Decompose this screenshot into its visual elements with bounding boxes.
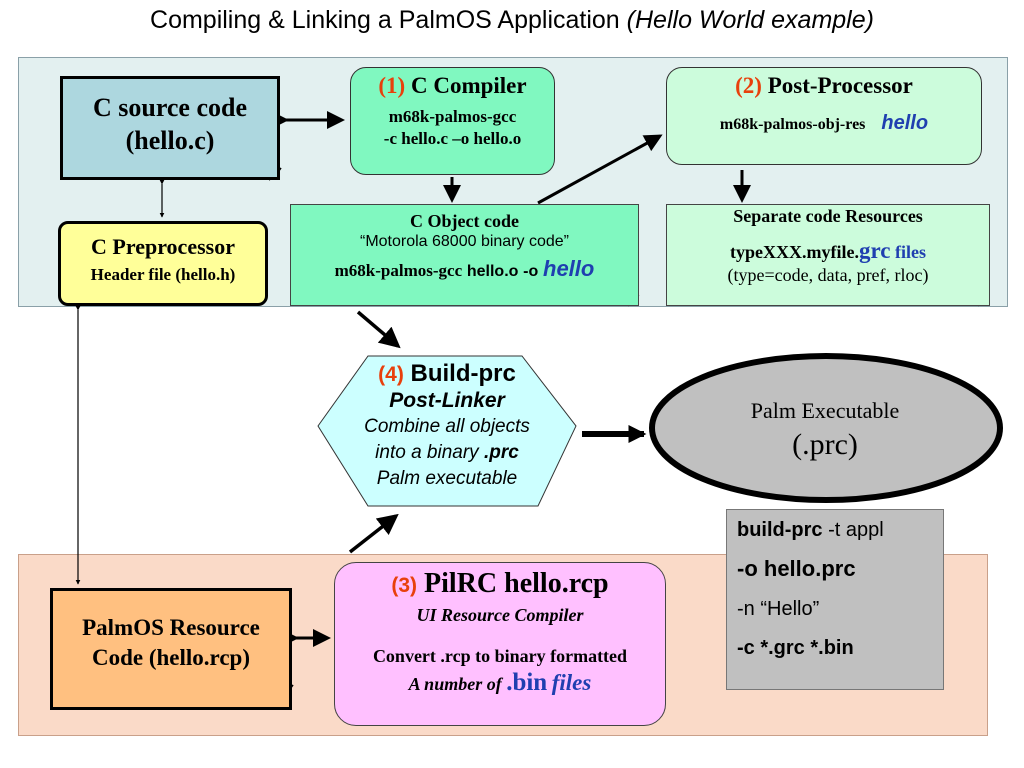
command-l2: -o hello.prc — [737, 556, 856, 581]
compiler-cmd2: -c hello.c –o hello.o — [383, 129, 522, 148]
rcp-line1: PalmOS Resource — [82, 615, 260, 640]
pilrc-box: (3) PilRC hello.rcp UI Resource Compiler… — [334, 562, 666, 726]
postprocessor-box: (2) Post-Processor m68k-palmos-obj-res h… — [666, 67, 982, 165]
compiler-step-number: (1) — [378, 73, 406, 98]
postprocessor-cmd: m68k-palmos-obj-res — [719, 116, 866, 133]
object-code-quote: “Motorola 68000 binary code” — [359, 233, 569, 250]
pilrc-line2c: files — [551, 670, 592, 695]
postprocessor-title: Post-Processor — [767, 73, 913, 98]
buildprc-title: Build-prc — [410, 360, 516, 387]
rcp-line2: Code (hello.rcp) — [91, 645, 250, 670]
source-code-box: C source code (hello.c) — [60, 76, 280, 180]
preprocessor-sub: Header file (hello.h) — [90, 265, 236, 284]
command-l3: -n “Hello” — [737, 598, 820, 620]
buildprc-line3: Palm executable — [376, 468, 518, 489]
postprocessor-step-number: (2) — [735, 73, 762, 98]
executable-line1: Palm Executable — [750, 398, 900, 423]
resources-suffix: files — [895, 242, 926, 262]
compiler-title: C Compiler — [410, 73, 527, 98]
object-code-cmd: m68k-palmos-gcc — [334, 261, 463, 280]
pilrc-title: PilRC hello.rcp — [424, 568, 609, 599]
object-code-arg: hello — [543, 256, 595, 281]
arrow-pilrc-buildprc — [348, 513, 399, 554]
buildprc-line2a: into a binary — [375, 442, 484, 463]
command-l1b: -t appl — [828, 519, 884, 541]
buildprc-step-number: (4) — [378, 363, 404, 386]
object-code-box: C Object code “Motorola 68000 binary cod… — [290, 204, 639, 306]
resource-code-box: PalmOS Resource Code (hello.rcp) — [50, 588, 292, 710]
source-line1: C source code — [92, 93, 248, 122]
object-code-flag: -o — [523, 263, 539, 280]
arrow-object-postprocessor — [537, 134, 663, 205]
executable-text: Palm Executable (.prc) — [655, 394, 995, 462]
object-code-file: hello.o — [466, 263, 519, 280]
resources-ext: grc — [858, 238, 891, 263]
preprocessor-box: C Preprocessor Header file (hello.h) — [58, 221, 268, 306]
buildprc-subtitle: Post-Linker — [389, 389, 505, 412]
command-l4: -c *.grc *.bin — [737, 637, 854, 659]
command-box: build-prc -t appl -o hello.prc -n “Hello… — [726, 509, 944, 690]
command-l1a: build-prc — [737, 519, 823, 541]
resources-types: (type=code, data, pref, rloc) — [727, 265, 929, 285]
object-code-title: C Object code — [410, 211, 519, 231]
pilrc-line2b: .bin — [506, 669, 548, 696]
postprocessor-arg: hello — [881, 112, 929, 134]
executable-line2: (.prc) — [792, 428, 858, 461]
buildprc-line2b: .prc — [483, 442, 519, 463]
buildprc-text: (4) Build-prc Post-Linker Combine all ob… — [316, 361, 578, 492]
title-sub: (Hello World example) — [626, 6, 874, 34]
compiler-box: (1) C Compiler m68k-palmos-gcc -c hello.… — [350, 67, 555, 175]
resources-title: Separate code Resources — [733, 206, 923, 226]
executable-ellipse — [649, 353, 1003, 503]
pilrc-step-number: (3) — [391, 574, 418, 597]
pilrc-line1: Convert .rcp to binary formatted — [372, 646, 628, 666]
resources-prefix: typeXXX.myfile. — [730, 242, 859, 262]
buildprc-line1: Combine all objects — [364, 416, 530, 437]
resources-box: Separate code Resources typeXXX.myfile.g… — [666, 204, 990, 306]
title-main: Compiling & Linking a PalmOS Application — [150, 6, 620, 34]
source-line2: (hello.c) — [125, 126, 215, 155]
page-title: Compiling & Linking a PalmOS Application… — [0, 6, 1024, 35]
pilrc-line2a: A number of — [408, 674, 507, 694]
pilrc-subtitle: UI Resource Compiler — [416, 605, 584, 625]
compiler-cmd1: m68k-palmos-gcc — [388, 107, 517, 126]
preprocessor-title: C Preprocessor — [91, 234, 235, 259]
arrow-object-buildprc — [356, 310, 401, 349]
buildprc-octagon — [317, 355, 577, 507]
